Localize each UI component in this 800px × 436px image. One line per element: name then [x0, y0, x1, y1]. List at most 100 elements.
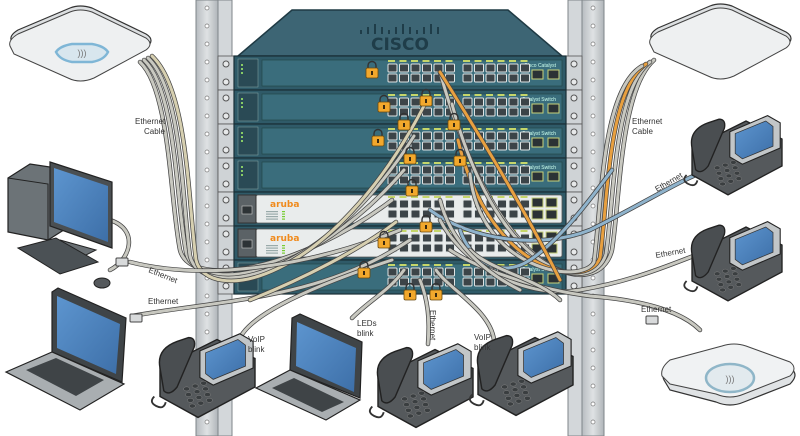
wifi-icon: ))) [78, 48, 87, 58]
screw [570, 196, 578, 204]
ethernet-port [433, 107, 444, 117]
screw [570, 128, 578, 136]
port-led [474, 60, 482, 62]
keypad-key [424, 407, 431, 413]
rail-hole [204, 419, 210, 425]
ethernet-port [474, 277, 484, 287]
label-voip-right-2: blink [474, 343, 491, 352]
status-led [282, 216, 285, 218]
keypad-key [405, 407, 412, 413]
ethernet-port [399, 175, 409, 185]
ethernet-port [410, 209, 421, 219]
wireless-access-point-top-right[interactable] [649, 3, 792, 80]
ip-phone-bottom-center[interactable] [368, 343, 474, 429]
rail-hole [204, 5, 210, 11]
ethernet-port [520, 165, 530, 175]
ip-phone-bottom-left[interactable] [150, 333, 256, 419]
keypad-key [717, 282, 724, 287]
ethernet-port [410, 141, 421, 151]
cable-bundle [107, 53, 713, 348]
sfp-port [531, 69, 544, 80]
ethernet-port [520, 267, 530, 277]
port-led [520, 128, 528, 130]
status-led [241, 174, 243, 176]
ethernet-port [399, 199, 409, 209]
ip-phone-right-top[interactable] [683, 114, 783, 196]
laptop-left[interactable] [4, 287, 127, 411]
sfp-port [531, 197, 544, 208]
keypad-key [733, 276, 741, 282]
wireless-access-point-top-left[interactable]: ))) [9, 5, 152, 82]
status-led [282, 252, 285, 254]
port-led [434, 230, 441, 232]
rail-hole [204, 311, 210, 317]
port-led [486, 128, 493, 130]
keypad-key [411, 399, 419, 405]
status-led [282, 211, 285, 213]
wireless-access-point-bottom-right[interactable]: ))) [661, 343, 796, 406]
port-led [422, 94, 430, 96]
status-led [282, 247, 285, 249]
keypad-key [715, 276, 723, 282]
screw [222, 180, 230, 188]
label-ethernet-cable-right-1: Ethernet [632, 117, 663, 126]
ip-phone-bottom-right[interactable] [468, 331, 574, 417]
screw [222, 162, 230, 170]
laptop-center[interactable] [254, 313, 363, 421]
ethernet-port [422, 73, 432, 83]
keypad-key [515, 398, 523, 404]
port-led [399, 196, 407, 198]
port-led [474, 162, 482, 164]
ethernet-port [462, 97, 473, 107]
keypad-key [204, 392, 211, 397]
ethernet-port [520, 131, 530, 141]
port-led [497, 264, 505, 266]
status-led [241, 106, 243, 108]
ethernet-port [508, 97, 519, 107]
ethernet-port [433, 233, 444, 243]
ethernet-port [508, 209, 519, 219]
status-led [282, 218, 285, 220]
ethernet-port [433, 131, 444, 141]
rail-hole [204, 167, 210, 173]
port-led [411, 230, 418, 232]
phone-screen [734, 226, 774, 266]
status-led [241, 98, 243, 100]
keypad-key [522, 390, 529, 395]
aruba-logo: aruba [270, 234, 299, 244]
screw [570, 94, 578, 102]
sfp-port [545, 209, 558, 220]
ethernet-port [508, 141, 519, 151]
ethernet-port [485, 175, 496, 185]
sfp-port [531, 171, 544, 182]
label-voip-right-1: VoIP [474, 333, 491, 342]
desktop-computer[interactable] [7, 161, 113, 289]
switch-model-label: Catalyst Switch [522, 97, 556, 103]
rail-hole [590, 275, 596, 281]
status-text [266, 216, 278, 218]
ethernet-port [422, 165, 432, 175]
switch-unit-5[interactable]: aruba [217, 191, 583, 227]
ethernet-port [508, 107, 519, 117]
rail-hole [204, 239, 210, 245]
switch-unit-1[interactable]: Cisco Catalyst [217, 55, 583, 91]
ethernet-port [399, 209, 409, 219]
rail-hole [590, 59, 596, 65]
ethernet-port [445, 165, 455, 175]
ethernet-port [520, 175, 530, 185]
ethernet-port [474, 267, 484, 277]
screw [570, 162, 578, 170]
ethernet-port [508, 73, 519, 83]
phone-cord [150, 395, 167, 409]
rail-hole [590, 365, 596, 371]
rail-hole [590, 203, 596, 209]
ethernet-port [508, 175, 519, 185]
keypad-key [722, 268, 729, 274]
keypad-key [183, 386, 190, 392]
ip-phone-right-middle[interactable] [683, 220, 783, 302]
ethernet-port [422, 63, 432, 73]
screw [222, 128, 230, 136]
keypad-key [202, 386, 209, 392]
ethernet-port [462, 209, 473, 219]
ethernet-port [485, 97, 496, 107]
